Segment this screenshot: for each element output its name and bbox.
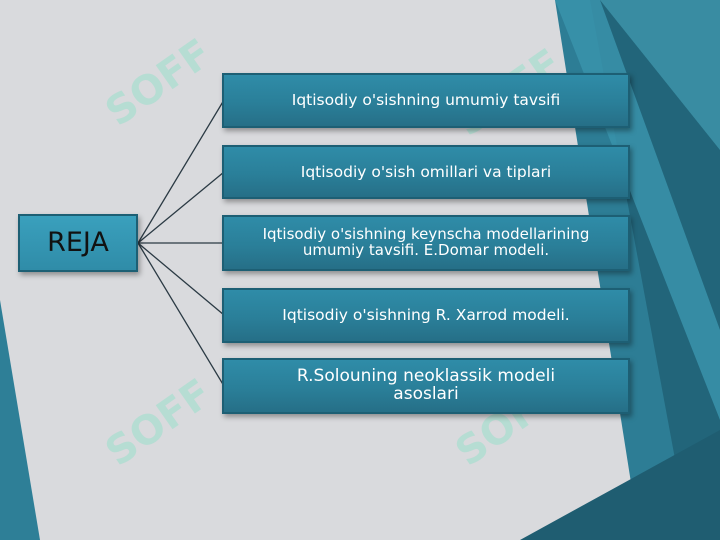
connector-line [137,99,225,244]
plan-item-2: Iqtisodiy o'sish omillari va tiplari [222,145,630,199]
connector-line [137,242,225,387]
connector-line [137,171,225,244]
plan-item-label: Iqtisodiy o'sishning R. Xarrod modeli. [282,306,570,325]
plan-item-label: Iqtisodiy o'sishning umumiy tavsifi [291,91,561,110]
plan-item-label: Iqtisodiy o'sishning keynscha modellarin… [262,225,590,259]
plan-item-label: Iqtisodiy o'sish omillari va tiplari [300,162,552,181]
plan-item-3: Iqtisodiy o'sishning keynscha modellarin… [222,215,630,271]
center-node-label: REJA [47,226,109,258]
plan-item-1: Iqtisodiy o'sishning umumiy tavsifi [222,73,630,128]
plan-item-4: Iqtisodiy o'sishning R. Xarrod modeli. [222,288,630,343]
plan-item-label: R.Solouning neoklassik modeli asoslari [296,366,556,404]
plan-item-5: R.Solouning neoklassik modeli asoslari [222,358,630,414]
center-node-reja: REJA [18,214,138,272]
connector-line [137,242,225,316]
